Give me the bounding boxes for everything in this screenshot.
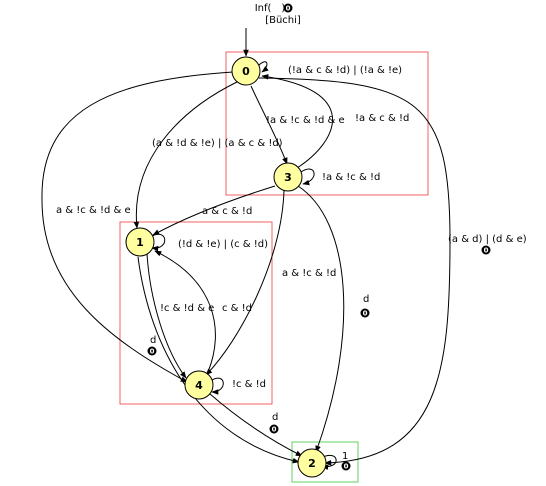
state-4[interactable]: 4 (184, 370, 214, 400)
state-3[interactable]: 3 (273, 162, 303, 192)
edge-0-1 (133, 81, 238, 229)
state-3-label: 3 (284, 171, 292, 184)
edge-label-4-4: !c & !d (232, 379, 266, 390)
edge-0-4 (41, 71, 234, 383)
edge-mark-icon-4-2 (269, 424, 279, 434)
edge-0-0 (257, 61, 269, 73)
edge-label-1-1: (!d & !e) | (c & !d) (178, 239, 268, 250)
edge-mark-icon-3-2 (360, 308, 370, 318)
edge-3-0 (261, 74, 334, 169)
edge-3-2 (297, 185, 345, 453)
edge-1-4 (146, 253, 187, 379)
state-2-label: 2 (308, 457, 316, 470)
edge-mark-icon-2-2 (341, 461, 351, 471)
edge-2-2 (320, 455, 337, 470)
edge-3-1 (152, 185, 276, 236)
edge-1-1 (151, 233, 166, 252)
state-1[interactable]: 1 (125, 227, 155, 257)
state-4-label: 4 (195, 379, 203, 392)
edge-mark-icon-0-2 (481, 245, 491, 255)
edge-label-1-2: d (150, 335, 156, 346)
edge-mark-2-2: 0 (344, 463, 349, 471)
edge-label-2-2: 1 (342, 451, 348, 462)
edge-label-0-4: a & !c & !d & e (56, 205, 131, 216)
scc-box-0-3 (225, 51, 429, 196)
edge-label-0-0: (!a & c & !d) | (!a & !e) (288, 65, 402, 76)
edge-label-4-2: d (272, 412, 278, 423)
edge-label-0-3: !a & !c & !d & e (266, 115, 345, 126)
scc-box-1-4 (119, 221, 273, 405)
edge-mark-3-2: 0 (363, 310, 368, 318)
edge-3-4 (205, 189, 285, 376)
state-0-label: 0 (242, 65, 250, 78)
state-1-label: 1 (136, 236, 144, 249)
edge-label-3-4: a & !c & !d (282, 268, 336, 279)
edge-label-3-0: !a & c & !d (355, 113, 409, 124)
edge-label-3-2: d (363, 294, 369, 305)
edge-4-1 (154, 250, 216, 373)
edge-mark-4-2: 0 (272, 426, 277, 434)
edge-mark-0-2: 0 (484, 247, 489, 255)
scc-box-2 (291, 441, 359, 483)
edge-mark-1-2: 0 (150, 348, 155, 356)
acceptance-mark: 0 (286, 5, 291, 13)
acceptance-name: [Büchi] (265, 15, 301, 26)
edge-label-3-3: !a & !c & !d (322, 172, 380, 183)
edge-0-2 (258, 77, 451, 466)
acceptance-condition: Inf() (255, 3, 286, 14)
edge-3-3 (300, 168, 315, 186)
edge-label-0-2: (a & d) | (d & e) (448, 234, 527, 245)
state-2[interactable]: 2 (297, 448, 327, 478)
acceptance-mark-icon (283, 3, 293, 13)
edge-label-0-1: (a & !d & !e) | (a & c & !d) (152, 138, 283, 149)
edge-label-4-1: c & !d (222, 303, 252, 314)
edge-4-2 (209, 393, 303, 457)
edge-label-1-4: !c & !d & e (160, 303, 214, 314)
edge-0-3 (250, 85, 288, 165)
edge-4-4 (211, 377, 224, 395)
edge-label-3-1: a & c & !d (202, 206, 252, 217)
state-0[interactable]: 0 (231, 56, 261, 86)
edge-mark-icon-1-2 (147, 346, 157, 356)
